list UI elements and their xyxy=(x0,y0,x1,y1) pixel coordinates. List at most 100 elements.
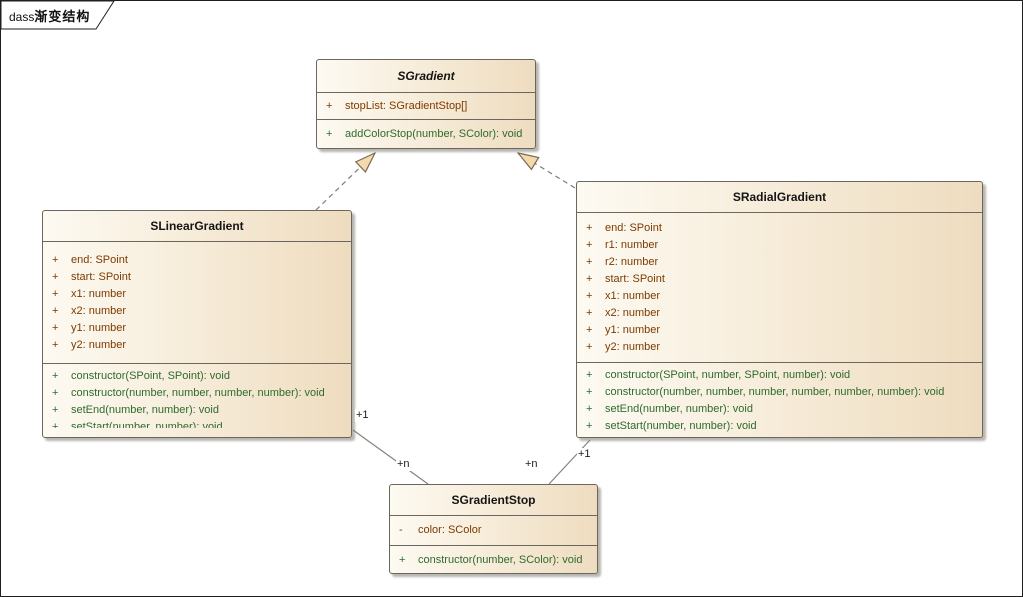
generalization-sradial-to-sgradient xyxy=(518,153,576,189)
method-row: + constructor(number, SColor): void xyxy=(390,552,582,569)
attribute-text: color: SColor xyxy=(418,524,482,536)
class-title: SRadialGradient xyxy=(577,182,982,213)
method-row: + constructor(number, number, number, num… xyxy=(43,385,351,402)
attribute-text: stopList: SGradientStop[] xyxy=(345,99,468,112)
attribute-row: + start: SPoint xyxy=(577,271,982,288)
attribute-row: + x2: number xyxy=(43,303,351,320)
attribute-text: end: SPoint xyxy=(71,254,128,266)
method-text: setStart(number, number): void xyxy=(71,421,223,428)
visibility-marker: + xyxy=(52,339,59,351)
method-text: constructor(SPoint, SPoint): void xyxy=(71,370,230,382)
method-text: constructor(number, number, number, numb… xyxy=(71,387,325,399)
attribute-row: +x2: number xyxy=(577,305,982,322)
method-row: + setStart(number, number): void xyxy=(43,419,351,428)
method-text: setEnd(number, number): void xyxy=(605,403,753,415)
visibility-marker: + xyxy=(52,404,59,416)
visibility-marker: + xyxy=(586,386,593,398)
visibility-marker: - xyxy=(399,524,403,536)
frame-tab-outline xyxy=(1,1,115,30)
attribute-text: x1: number xyxy=(605,290,661,302)
generalization-slinear-to-sgradient xyxy=(315,153,375,211)
frame-name: 渐变结构 xyxy=(34,9,91,24)
visibility-marker: + xyxy=(586,341,593,353)
method-text: addColorStop(number, SColor): void xyxy=(345,128,523,140)
attribute-text: y1: number xyxy=(71,322,127,334)
attribute-row: +y1: number xyxy=(43,320,351,337)
attribute-row: + x1: number xyxy=(577,288,982,305)
frame-tab-shape xyxy=(1,1,115,30)
attribute-row: + end: SPoint xyxy=(577,220,982,237)
class-title: SLinearGradient xyxy=(43,211,351,242)
method-row: + constructor(number, number, number, num… xyxy=(577,384,982,401)
method-row: + setStart(number, number): void xyxy=(577,418,982,435)
methods-compartment: + constructor(number, SColor): void xyxy=(390,546,597,574)
attributes-compartment: + stopList: SGradientStop[] xyxy=(317,93,535,120)
methods-compartment: + addColorStop(number, SColor): void xyxy=(317,120,535,149)
class-title: SGradient xyxy=(317,60,535,93)
method-text: setEnd(number, number): void xyxy=(71,404,219,416)
visibility-marker: + xyxy=(586,420,593,432)
attributes-compartment: + end: SPoint + r1: number + r2: number + st… xyxy=(577,213,982,363)
visibility-marker: + xyxy=(586,324,593,336)
attribute-row: + stopList: SGradientStop[] xyxy=(317,98,467,115)
visibility-marker: + xyxy=(52,305,59,317)
multiplicity-label: +1 xyxy=(577,448,592,461)
method-row: + setEnd(number, number): void xyxy=(577,401,982,418)
attribute-text: y2: number xyxy=(71,339,127,351)
frame-keyword: dass xyxy=(9,10,35,24)
attributes-compartment: +end: SPoint +start: SPoint +x1: number … xyxy=(43,242,351,364)
visibility-marker: + xyxy=(326,99,333,112)
visibility-marker: + xyxy=(52,370,59,382)
method-row: + setEnd(number, number): void xyxy=(43,402,351,419)
methods-compartment: + constructor(SPoint, SPoint): void + cons… xyxy=(43,364,351,428)
attribute-row: + start: SPoint xyxy=(43,269,351,286)
association-sradial-sgradientstop xyxy=(548,439,591,485)
methods-compartment: + constructor(SPoint, number, SPoint, num… xyxy=(577,363,982,438)
attribute-text: r2: number xyxy=(605,256,659,268)
attribute-row: +x1: number xyxy=(43,286,351,303)
visibility-marker: + xyxy=(586,256,593,268)
visibility-marker: + xyxy=(586,307,593,319)
method-text: setStart(number, number): void xyxy=(605,420,757,432)
visibility-marker: + xyxy=(326,128,333,140)
method-text: constructor(SPoint, number, SPoint, numb… xyxy=(605,369,851,381)
method-text: constructor(number, number, number, numb… xyxy=(605,386,945,398)
class-box-slineargradient[interactable]: SLinearGradient +end: SPoint +start: SPo… xyxy=(42,210,352,438)
visibility-marker: + xyxy=(52,288,59,300)
visibility-marker: + xyxy=(52,387,59,399)
attributes-compartment: - color: SColor xyxy=(390,516,597,546)
attribute-row: + r2: number xyxy=(577,254,982,271)
method-row: + constructor(SPoint, SPoint): void xyxy=(43,368,351,385)
visibility-marker: + xyxy=(586,369,593,381)
attribute-text: y2: number xyxy=(605,341,661,353)
attribute-text: start: SPoint xyxy=(71,271,131,283)
attribute-text: y1: number xyxy=(605,324,661,336)
multiplicity-label: +n xyxy=(524,458,539,471)
method-row: + addColorStop(number, SColor): void xyxy=(317,126,522,143)
attribute-text: r1: number xyxy=(605,239,659,251)
class-box-sgradientstop[interactable]: SGradientStop - color: SColor + construc… xyxy=(389,484,598,574)
class-box-sgradient[interactable]: SGradient + stopList: SGradientStop[] + … xyxy=(316,59,536,149)
attribute-text: start: SPoint xyxy=(605,273,665,285)
attribute-text: end: SPoint xyxy=(605,222,662,234)
visibility-marker: + xyxy=(52,271,59,283)
attribute-row: +end: SPoint xyxy=(43,252,351,269)
visibility-marker: + xyxy=(586,222,593,234)
frame-tab: dass渐变结构 xyxy=(1,1,131,31)
visibility-marker: + xyxy=(586,290,593,302)
attribute-row: + y1: number xyxy=(577,322,982,339)
attribute-row: + y2: number xyxy=(577,339,982,356)
attribute-row: - color: SColor xyxy=(390,522,482,539)
visibility-marker: + xyxy=(52,421,59,428)
class-box-sradialgradient[interactable]: SRadialGradient + end: SPoint + r1: number… xyxy=(576,181,983,438)
visibility-marker: + xyxy=(586,239,593,251)
attribute-row: + y2: number xyxy=(43,337,351,354)
visibility-marker: + xyxy=(586,403,593,415)
frame-tab-label: dass渐变结构 xyxy=(9,6,90,26)
attribute-text: x2: number xyxy=(71,305,127,317)
multiplicity-label: +1 xyxy=(355,409,370,422)
visibility-marker: + xyxy=(399,553,406,566)
visibility-marker: + xyxy=(586,273,593,285)
attribute-row: + r1: number xyxy=(577,237,982,254)
method-row: + constructor(SPoint, number, SPoint, num… xyxy=(577,367,982,384)
